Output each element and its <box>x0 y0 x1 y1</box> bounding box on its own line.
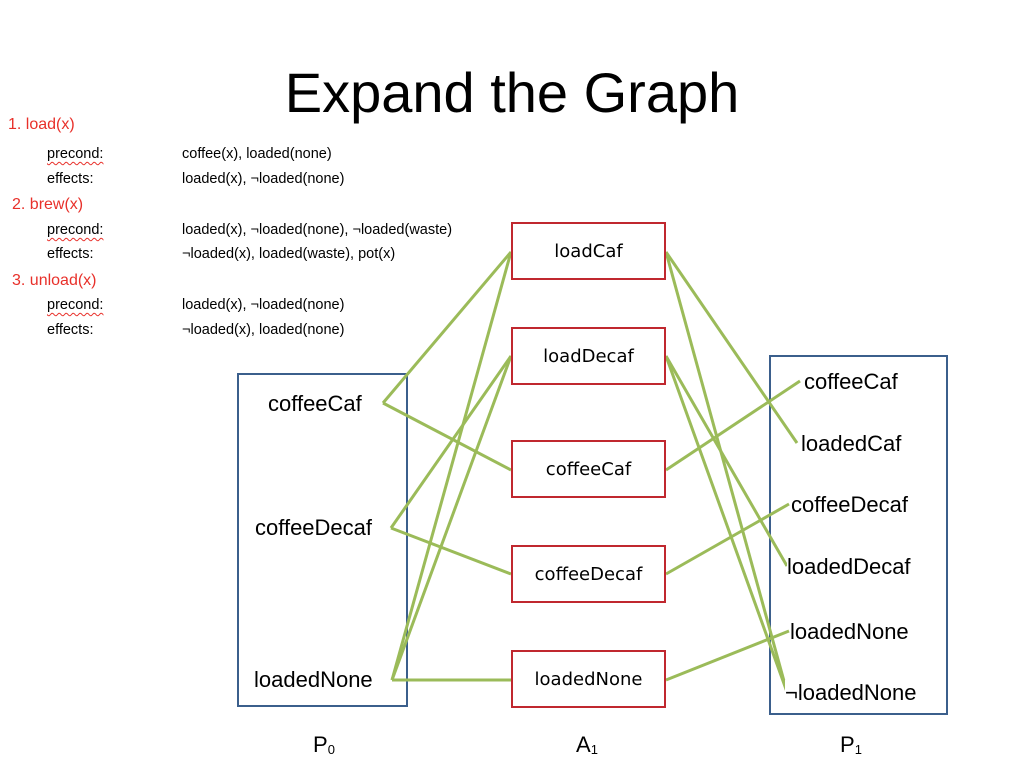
operator-2-precond-label: precond: <box>47 222 104 238</box>
operator-3-precond: loaded(x), ¬loaded(none) <box>182 297 345 313</box>
operator-1-precond-label: precond: <box>47 146 104 162</box>
p1-prop-loadedCaf: loadedCaf <box>801 431 902 457</box>
a1-action-loadDecaf: loadDecaf <box>511 327 666 385</box>
p0-prop-loadedNone: loadedNone <box>254 667 373 693</box>
p1-prop-notLoadedNone: ¬loadedNone <box>785 680 917 706</box>
operator-1-name: 1. load(x) <box>8 116 75 133</box>
p1-prop-loadedNone: loadedNone <box>790 619 909 645</box>
p1-level-label: P1 <box>840 732 862 757</box>
slide-title: Expand the Graph <box>284 61 740 124</box>
operator-3-effects: ¬loaded(x), loaded(none) <box>182 322 345 338</box>
edge-loadCaf-notLoadedNone <box>664 251 789 693</box>
p0-level-label: P0 <box>313 732 335 757</box>
edge-coffeeCaf-coffeeCaf <box>665 379 801 472</box>
p1-prop-coffeeDecaf: coffeeDecaf <box>791 492 909 518</box>
operator-2-effects-label: effects: <box>47 246 94 262</box>
operator-3-precond-label: precond: <box>47 297 104 313</box>
edge-loadDecaf-loadedDecaf <box>664 355 789 567</box>
operator-1-effects-label: effects: <box>47 171 94 187</box>
edge-coffeeDecaf-coffeeDecaf <box>665 502 790 576</box>
operator-2-name: 2. brew(x) <box>12 196 84 213</box>
edge-p0-loadedNone-loadCaf <box>390 251 513 681</box>
operator-3-effects-label: effects: <box>47 322 94 338</box>
p1-prop-loadedDecaf: loadedDecaf <box>787 554 911 580</box>
operator-1-effects: loaded(x), ¬loaded(none) <box>182 171 345 187</box>
operator-1-precond: coffee(x), loaded(none) <box>182 146 332 162</box>
edge-loadedNone-loadedNone <box>665 629 790 682</box>
a1-action-loadCaf: loadCaf <box>511 222 666 280</box>
p0-prop-coffeeCaf: coffeeCaf <box>268 391 362 417</box>
edge-p0-loadedNone-loadDecaf <box>390 355 513 681</box>
p0-level-box <box>237 373 408 707</box>
a1-action-loadedNone: loadedNone <box>511 650 666 708</box>
action-label: coffeeCaf <box>545 458 632 480</box>
p1-prop-coffeeCaf: coffeeCaf <box>804 369 898 395</box>
edge-loadDecaf-notLoadedNone <box>664 355 789 693</box>
edge-p0-coffeeCaf-coffeeCaf <box>382 401 512 472</box>
edge-loadCaf-loadedCaf <box>664 251 799 444</box>
p0-prop-coffeeDecaf: coffeeDecaf <box>255 515 373 541</box>
edge-p0-coffeeDecaf-coffeeDecaf <box>390 526 512 576</box>
a1-action-coffeeDecaf: coffeeDecaf <box>511 545 666 603</box>
a1-level-label: A1 <box>576 732 598 757</box>
operator-2-precond: loaded(x), ¬loaded(none), ¬loaded(waste) <box>182 222 453 238</box>
action-label: coffeeDecaf <box>534 563 643 585</box>
action-label: loadedNone <box>534 668 643 690</box>
operator-3-name: 3. unload(x) <box>12 272 97 289</box>
edge-p0-coffeeDecaf-loadDecaf <box>389 355 513 529</box>
action-label: loadDecaf <box>543 345 634 367</box>
action-label: loadCaf <box>554 240 623 262</box>
operator-2-effects: ¬loaded(x), loaded(waste), pot(x) <box>182 246 396 262</box>
a1-action-coffeeCaf: coffeeCaf <box>511 440 666 498</box>
edge-p0-coffeeCaf-loadCaf <box>381 251 513 404</box>
